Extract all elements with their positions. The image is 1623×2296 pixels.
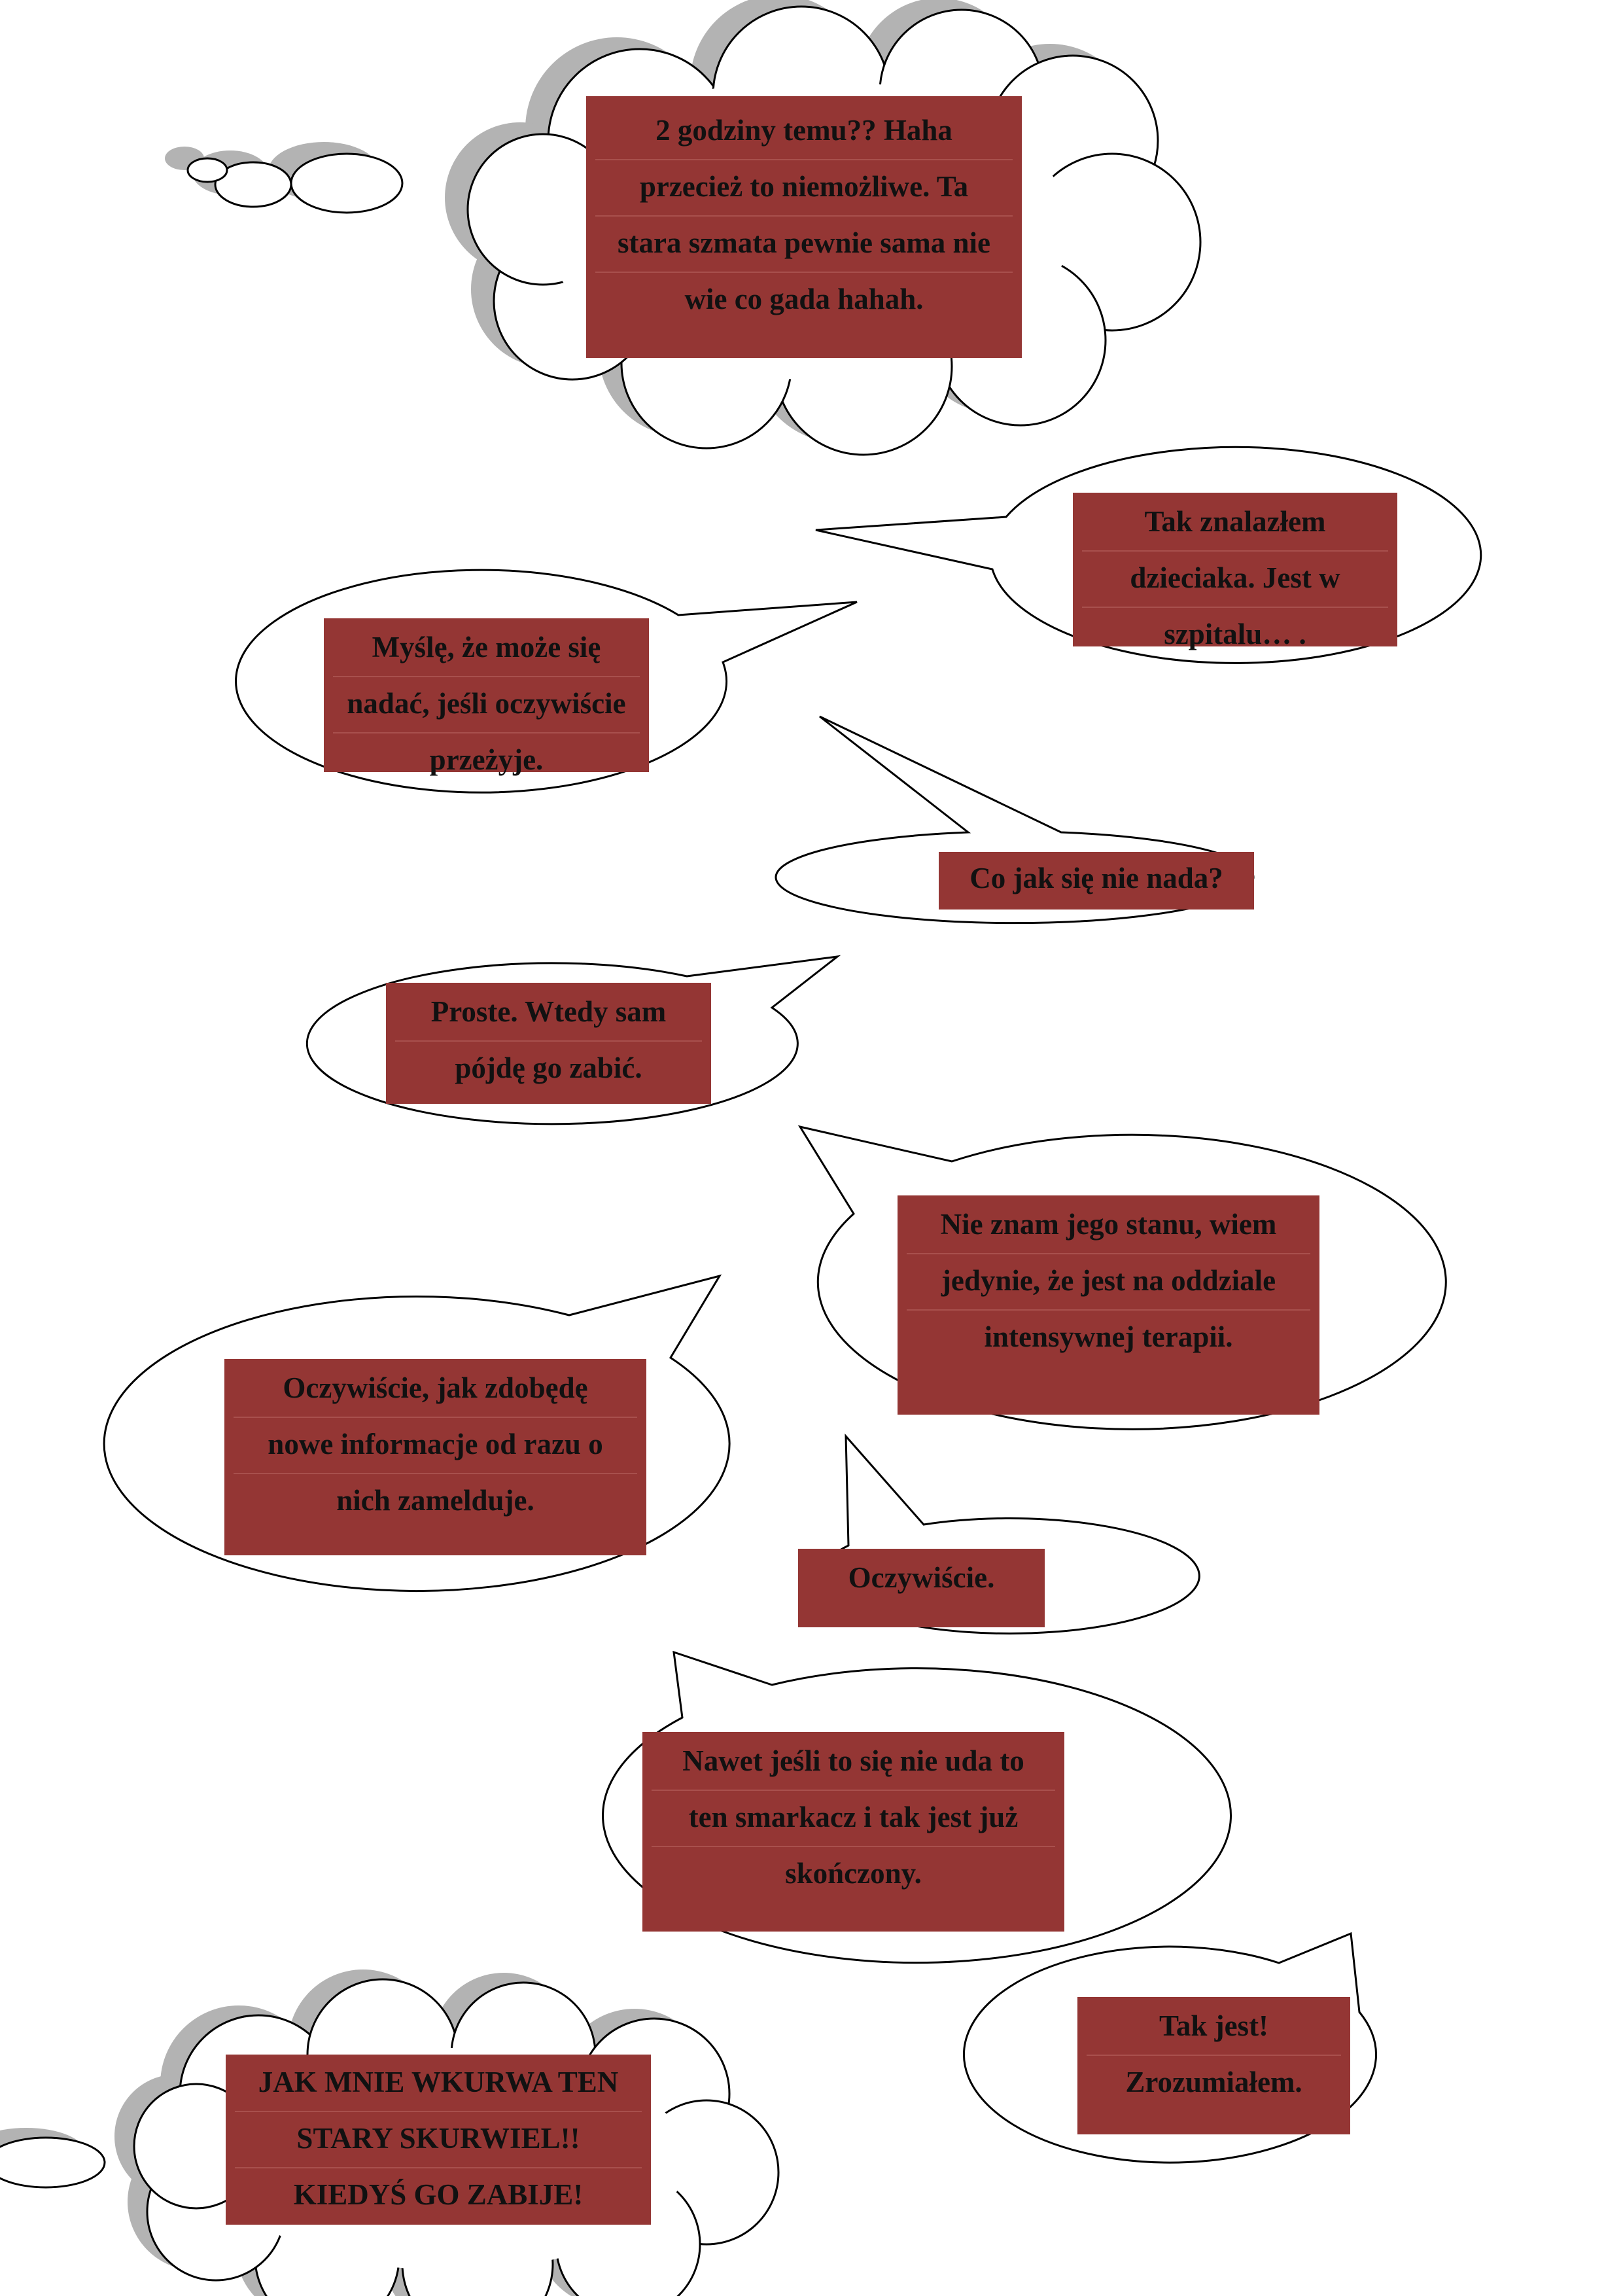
text-line: nowe informacje od razu o	[234, 1418, 637, 1474]
text-line: intensywnej terapii.	[984, 1320, 1233, 1353]
speech-bubble-2-text: Myślę, że może się nadać, jeśli oczywiśc…	[324, 618, 649, 776]
speech-bubble-8-text: Nawet jeśli to się nie uda to ten smarka…	[642, 1732, 1064, 1932]
text-line: wie co gada hahah.	[684, 283, 924, 315]
text-line: STARY SKURWIEL!!	[235, 2112, 642, 2168]
thought-bubble-1-text: 2 godziny temu?? Haha przecież to niemoż…	[586, 96, 1022, 358]
thought-bubble-2-text: JAK MNIE WKURWA TEN STARY SKURWIEL!! KIE…	[226, 2055, 651, 2225]
text-line: KIEDYŚ GO ZABIJE!	[293, 2178, 584, 2211]
text-line: JAK MNIE WKURWA TEN	[235, 2056, 642, 2112]
speech-bubble-4-text: Proste. Wtedy sam pójdę go zabić.	[386, 983, 711, 1104]
text-line: dzieciaka. Jest w	[1082, 552, 1388, 608]
speech-bubble-9-text: Tak jest! Zrozumiałem.	[1077, 1997, 1350, 2134]
text-line: pójdę go zabić.	[455, 1051, 642, 1084]
text-line: skończony.	[785, 1857, 922, 1890]
text-line: Nawet jeśli to się nie uda to	[652, 1735, 1055, 1791]
text-line: Tak jest!	[1087, 2000, 1341, 2056]
speech-bubble-6-text: Oczywiście, jak zdobędę nowe informacje …	[224, 1359, 646, 1555]
text-line: Nie znam jego stanu, wiem	[907, 1198, 1310, 1254]
speech-bubble-1-text: Tak znalazłem dzieciaka. Jest w szpitalu…	[1073, 493, 1397, 650]
text-line: jedynie, że jest na oddziale	[907, 1254, 1310, 1311]
text-line: przeżyje.	[429, 743, 544, 776]
text-line: szpitalu… .	[1164, 618, 1306, 650]
text-line: Co jak się nie nada?	[969, 862, 1223, 894]
text-line: Zrozumiałem.	[1125, 2066, 1302, 2098]
text-line: Oczywiście, jak zdobędę	[234, 1362, 637, 1418]
text-line: stara szmata pewnie sama nie	[595, 217, 1013, 273]
text-line: przecież to niemożliwe. Ta	[595, 160, 1013, 217]
text-line: Proste. Wtedy sam	[395, 985, 702, 1042]
text-line: Myślę, że może się	[333, 621, 640, 677]
text-line: nich zamelduje.	[336, 1484, 534, 1517]
text-line: Tak znalazłem	[1082, 495, 1388, 552]
speech-bubble-7-text: Oczywiście.	[798, 1549, 1045, 1627]
speech-bubble-3-text: Co jak się nie nada?	[939, 852, 1254, 910]
text-line: ten smarkacz i tak jest już	[652, 1791, 1055, 1847]
speech-bubble-5-text: Nie znam jego stanu, wiem jedynie, że je…	[898, 1195, 1319, 1415]
text-line: 2 godziny temu?? Haha	[595, 104, 1013, 160]
text-line: Oczywiście.	[848, 1561, 995, 1594]
text-line: nadać, jeśli oczywiście	[333, 677, 640, 733]
